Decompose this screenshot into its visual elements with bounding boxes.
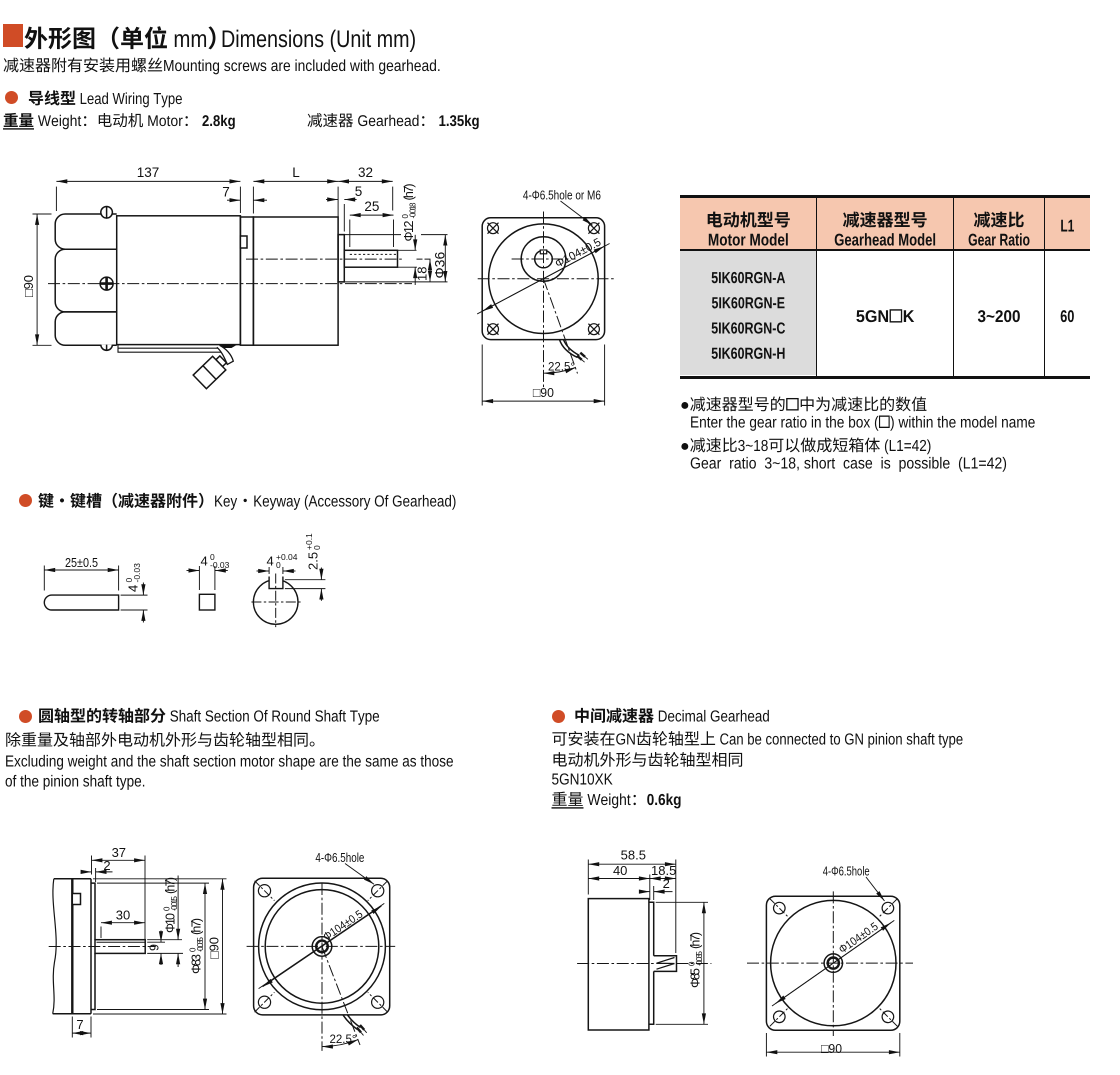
svg-text:-0.015: -0.015	[170, 895, 179, 911]
svg-text:-0.035: -0.035	[695, 950, 704, 966]
svg-text:0: 0	[210, 552, 215, 562]
svg-text:137: 137	[137, 165, 160, 180]
svg-text:□90: □90	[821, 1041, 842, 1056]
svg-text:2: 2	[663, 876, 670, 891]
svg-text:-0.035: -0.035	[196, 936, 205, 952]
svg-text:4: 4	[126, 585, 141, 592]
svg-text:(h7): (h7)	[190, 918, 204, 935]
svg-text:-0.03: -0.03	[132, 563, 142, 583]
svg-text:0: 0	[163, 906, 172, 911]
svg-text:0: 0	[688, 961, 697, 966]
svg-text:7: 7	[222, 185, 230, 200]
svg-text:9: 9	[148, 944, 162, 951]
svg-text:4-Φ6.5hole: 4-Φ6.5hole	[823, 864, 870, 878]
svg-text:□90: □90	[533, 385, 554, 400]
svg-text:Φ104±0.5: Φ104±0.5	[553, 237, 603, 271]
svg-text:4: 4	[201, 554, 208, 569]
svg-text:18.5: 18.5	[651, 863, 676, 878]
svg-text:0: 0	[124, 578, 134, 583]
svg-text:L: L	[292, 165, 300, 180]
svg-text:40: 40	[613, 863, 627, 878]
svg-text:58.5: 58.5	[621, 848, 646, 863]
svg-text:18: 18	[415, 267, 430, 281]
svg-text:-0.018: -0.018	[409, 202, 418, 219]
svg-text:Φ104±0.5: Φ104±0.5	[321, 908, 365, 943]
svg-text:0: 0	[189, 947, 198, 952]
svg-text:(h7): (h7)	[402, 184, 416, 201]
svg-text:Φ10: Φ10	[164, 913, 178, 933]
svg-text:4-Φ6.5hole: 4-Φ6.5hole	[315, 851, 364, 865]
svg-text:0: 0	[276, 560, 281, 570]
svg-text:-0.03: -0.03	[210, 560, 230, 570]
svg-text:2: 2	[103, 858, 110, 873]
svg-text:Φ85: Φ85	[689, 968, 703, 988]
svg-text:Φ104±0.5: Φ104±0.5	[837, 921, 881, 957]
svg-text:25±0.5: 25±0.5	[65, 556, 98, 570]
svg-text:4: 4	[267, 554, 274, 569]
svg-text:37: 37	[112, 845, 126, 860]
svg-text:0: 0	[312, 545, 322, 550]
svg-text:+0.1: +0.1	[304, 533, 314, 550]
svg-text:7: 7	[76, 1017, 83, 1032]
svg-text:Φ83: Φ83	[190, 954, 204, 974]
svg-text:25: 25	[364, 199, 379, 214]
svg-text:30: 30	[116, 908, 130, 923]
svg-text:Φ36: Φ36	[432, 252, 448, 279]
svg-text:22.5°: 22.5°	[548, 362, 575, 374]
svg-text:(h7): (h7)	[689, 932, 703, 949]
svg-text:4-Φ6.5hole or M6: 4-Φ6.5hole or M6	[523, 189, 601, 203]
svg-text:□90: □90	[21, 275, 36, 297]
svg-text:2.5: 2.5	[306, 552, 321, 570]
svg-text:+0.04: +0.04	[276, 552, 298, 562]
svg-text:(h7): (h7)	[164, 877, 178, 894]
svg-text:5: 5	[355, 184, 363, 199]
svg-text:32: 32	[358, 165, 373, 180]
svg-text:0: 0	[401, 214, 410, 219]
svg-text:□90: □90	[207, 937, 222, 959]
svg-text:22.5°: 22.5°	[330, 1034, 357, 1046]
svg-text:Φ12: Φ12	[402, 220, 416, 241]
